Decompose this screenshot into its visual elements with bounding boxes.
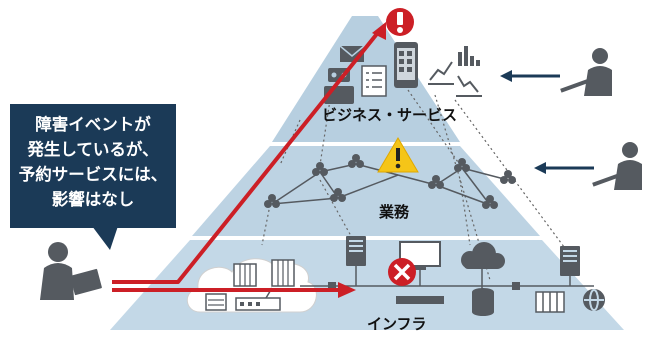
- building-icon: [271, 259, 295, 287]
- callout-line: 障害イベントが: [35, 115, 151, 134]
- person-laptop-icon: [560, 48, 612, 96]
- observer-arrow: [500, 70, 560, 82]
- callout-box: 障害イベントが 発生しているが、 予約サービスには、 影響はなし: [10, 104, 176, 228]
- process-node: [264, 194, 280, 208]
- error-icon: [388, 258, 416, 286]
- switch-node: [328, 282, 336, 290]
- callout-line: 予約サービスには、: [18, 165, 168, 184]
- switch-node: [512, 282, 520, 290]
- observer-arrow: [534, 162, 594, 174]
- smartphone-icon: [394, 42, 418, 88]
- process-node: [330, 188, 346, 202]
- callout-line: 影響はなし: [51, 190, 135, 209]
- warning-icon: [377, 137, 419, 173]
- desktop-icon: [205, 293, 227, 311]
- process-node: [348, 154, 364, 168]
- process-node: [454, 158, 470, 172]
- process-node: [500, 170, 516, 184]
- network-switch-icon: [396, 296, 444, 304]
- pyramid: [110, 16, 624, 330]
- process-node: [482, 195, 498, 209]
- operations-label: 業務: [379, 203, 410, 221]
- bar-chart-icon: [458, 46, 480, 66]
- layer-operations: [192, 146, 540, 236]
- process-node: [312, 162, 328, 176]
- business-service-label: ビジネス・サービス: [322, 106, 458, 124]
- callout-line: 発生しているが、: [27, 140, 159, 159]
- person-laptop-icon: [40, 242, 102, 300]
- person-laptop-icon: [592, 142, 642, 190]
- process-node: [428, 175, 444, 189]
- server-icon: [560, 246, 580, 276]
- database-icon: [472, 288, 494, 316]
- infra-network: [205, 236, 605, 316]
- globe-icon: [583, 289, 605, 311]
- process-network: [264, 154, 516, 209]
- cloud-icon: [461, 242, 505, 269]
- server-icon: [346, 236, 366, 266]
- desktop-icon: [399, 241, 441, 270]
- business-icons: [324, 42, 482, 104]
- impact-arrowhead: [372, 22, 386, 40]
- checklist-icon: [361, 65, 387, 97]
- infrastructure-label: インフラ: [367, 315, 427, 333]
- impact-arrowhead: [338, 282, 356, 298]
- callout-text: 障害イベントが 発生しているが、 予約サービスには、 影響はなし: [10, 112, 176, 212]
- impact-arrow: [112, 28, 382, 292]
- alert-icon: [386, 8, 414, 36]
- building-icon: [535, 291, 565, 313]
- callout-tail: [92, 226, 118, 250]
- building-icon: [233, 263, 257, 287]
- robot-icon: [324, 68, 354, 104]
- line-chart-icon: [428, 61, 482, 97]
